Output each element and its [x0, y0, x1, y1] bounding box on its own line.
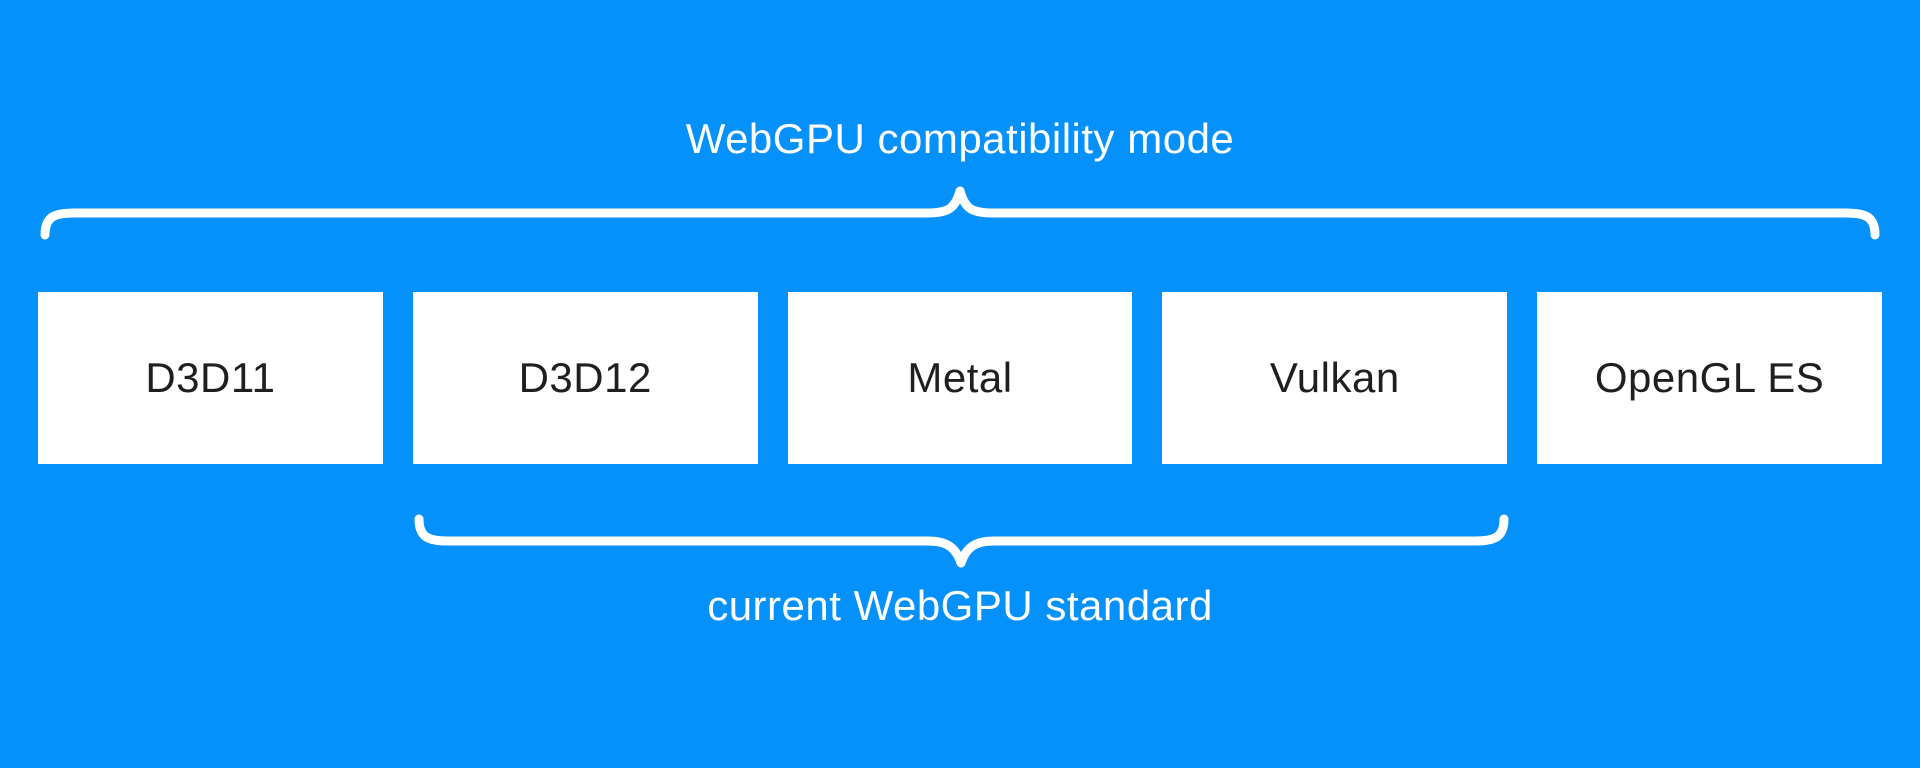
backend-label-d3d12: D3D12	[518, 354, 652, 401]
backend-box-d3d11: D3D11	[38, 292, 383, 464]
backend-box-metal: Metal	[787, 292, 1133, 464]
backend-box-d3d12: D3D12	[412, 292, 758, 464]
backend-row: D3D11 D3D12 Metal Vulkan OpenGL ES	[38, 292, 1882, 464]
backend-label-metal: Metal	[907, 354, 1013, 401]
backend-label-vulkan: Vulkan	[1269, 354, 1400, 401]
backend-label-d3d11: D3D11	[145, 354, 276, 401]
backend-label-opengl-es: OpenGL ES	[1594, 354, 1825, 401]
bottom-group-label: current WebGPU standard	[707, 582, 1213, 629]
backend-box-vulkan: Vulkan	[1162, 292, 1508, 464]
bottom-brace	[414, 514, 1509, 568]
top-group-label: WebGPU compatibility mode	[685, 115, 1235, 162]
backend-box-opengl-es: OpenGL ES	[1537, 292, 1882, 464]
top-brace	[40, 186, 1880, 240]
